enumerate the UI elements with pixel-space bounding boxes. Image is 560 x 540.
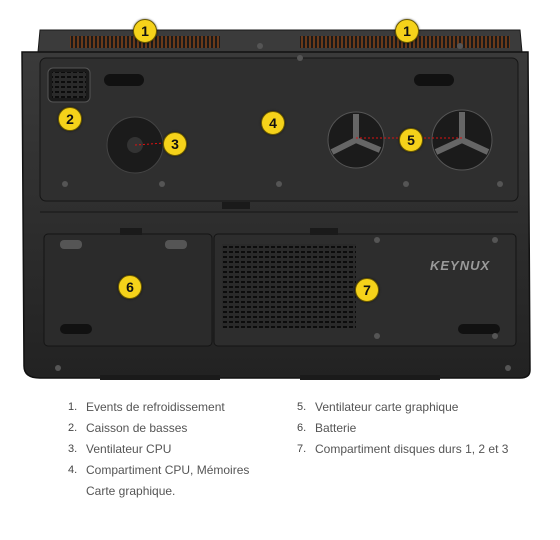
hdd-foot <box>458 324 500 334</box>
gpu-fan-blades <box>434 112 490 155</box>
legend-text: Caisson de basses <box>86 421 188 435</box>
legend-text: Ventilateur CPU <box>86 442 172 456</box>
legend-right: 5. Ventilateur carte graphique 6. Batterie… <box>297 397 547 460</box>
latch <box>310 228 338 235</box>
battery-tab <box>120 228 142 235</box>
legend-item: 3. Ventilateur CPU <box>68 439 288 460</box>
gpu-fan-blades <box>330 114 382 155</box>
legend-text-continued: Carte graphique. <box>86 484 176 498</box>
legend-num: 4. <box>68 464 78 476</box>
battery-foot <box>60 324 92 334</box>
subwoofer-grille <box>52 72 86 98</box>
legend-num: 1. <box>68 401 78 413</box>
latch <box>222 202 250 209</box>
laptop-underside-drawing: KEYNUX <box>21 29 531 380</box>
battery-latch-right <box>165 240 187 249</box>
legend-num: 6. <box>297 422 307 434</box>
legend-text: Compartiment disques durs 1, 2 et 3 <box>315 442 509 456</box>
marker-6: 6 <box>118 275 142 299</box>
marker-4: 4 <box>261 111 285 135</box>
marker-1a: 1 <box>133 19 157 43</box>
keynux-logo: KEYNUX <box>430 258 491 273</box>
legend-text: Events de refroidissement <box>86 400 225 414</box>
bottom-edge <box>100 375 220 380</box>
marker-7: 7 <box>355 278 379 302</box>
legend-num: 2. <box>68 422 78 434</box>
legend-num: 3. <box>68 443 78 455</box>
legend-text: Batterie <box>315 421 357 435</box>
legend-text: Ventilateur carte graphique <box>315 400 459 414</box>
legend-item: 7. Compartiment disques durs 1, 2 et 3 <box>297 439 547 460</box>
foot <box>104 74 144 86</box>
cpu-fan-pointer <box>134 142 166 146</box>
laptop-underside-image: KEYNUX 1 1 2 3 4 5 6 7 <box>21 19 531 380</box>
marker-3: 3 <box>163 132 187 156</box>
bottom-edge <box>300 375 440 380</box>
legend-num: 5. <box>297 401 307 413</box>
marker-5: 5 <box>399 128 423 152</box>
legend-item: 1. Events de refroidissement <box>68 397 288 418</box>
marker-2: 2 <box>58 107 82 131</box>
legend-left: 1. Events de refroidissement 2. Caisson de… <box>68 397 288 502</box>
legend-item: 5. Ventilateur carte graphique <box>297 397 547 418</box>
screws <box>55 43 511 371</box>
legend-num: 7. <box>297 443 307 455</box>
legend-item: 2. Caisson de basses <box>68 418 288 439</box>
battery-latch-left <box>60 240 82 249</box>
legend-text: Compartiment CPU, Mémoires <box>86 463 250 477</box>
legend-item: 6. Batterie <box>297 418 547 439</box>
marker-1b: 1 <box>395 19 419 43</box>
hdd-grille <box>222 244 356 328</box>
foot <box>414 74 454 86</box>
